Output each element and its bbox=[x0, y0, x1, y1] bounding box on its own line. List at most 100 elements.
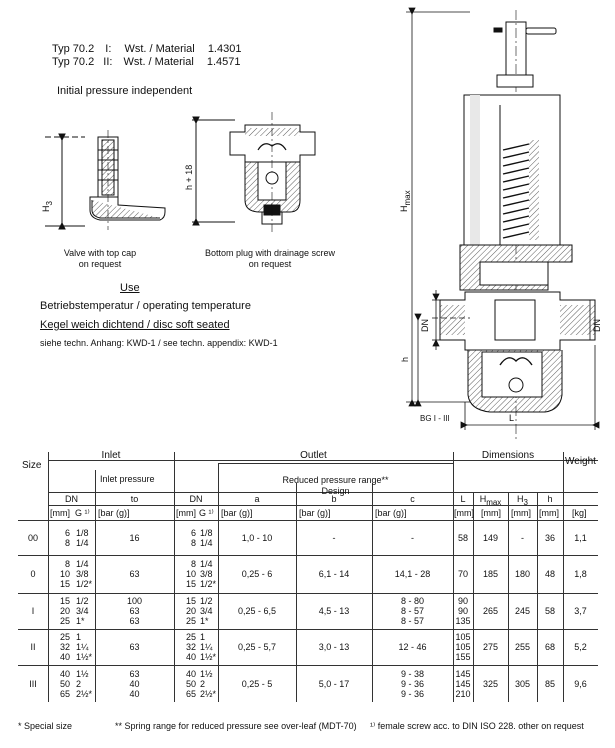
l-cell-value: 135 bbox=[455, 616, 471, 626]
unit-mm: [mm] bbox=[481, 508, 501, 518]
design-c-cell-value: 9 - 36 bbox=[400, 689, 424, 699]
h-cell-value: 36 bbox=[544, 533, 555, 543]
weight-header: Weight bbox=[565, 456, 596, 467]
dn-label-right: DN bbox=[592, 319, 602, 332]
design-b-cell-value: 6,1 - 14 bbox=[318, 569, 350, 579]
l-dimension-label: L bbox=[509, 413, 515, 423]
size-cell: II bbox=[18, 642, 48, 652]
weight-cell-value: 5,2 bbox=[574, 642, 587, 652]
design-c-header: c bbox=[410, 494, 415, 504]
l-cell-value: 70 bbox=[457, 569, 468, 579]
design-a-cell-value: 0,25 - 5,7 bbox=[237, 642, 277, 652]
h18-dimension-label: h + 18 bbox=[184, 164, 194, 190]
unit-bar: [bar (g)] bbox=[221, 508, 253, 518]
dn-outlet-cell-value: 25 bbox=[185, 632, 196, 642]
weight-cell: 1,1 bbox=[563, 533, 598, 543]
use-line-2: Kegel weich dichtend / disc soft seated bbox=[40, 319, 230, 331]
dimensions-header: Dimensions bbox=[481, 450, 535, 461]
g-cell-value: 1½* bbox=[76, 652, 93, 662]
material-label: Wst. / Material bbox=[123, 56, 194, 68]
design-b-cell: 5,0 - 17 bbox=[296, 679, 372, 689]
design-c-cell: 12 - 46 bbox=[372, 642, 453, 652]
design-b-cell: 6,1 - 14 bbox=[296, 569, 372, 579]
hmax-cell: 185 bbox=[473, 569, 508, 579]
technical-drawings bbox=[45, 7, 600, 440]
type-label: Typ 70.2 bbox=[52, 43, 95, 55]
design-b-cell-value: 5,0 - 17 bbox=[318, 679, 350, 689]
g-outlet-cell-value: 1¼ bbox=[200, 642, 213, 652]
size-cell-value: 0 bbox=[30, 569, 36, 579]
weight-cell: 9,6 bbox=[563, 679, 598, 689]
dn-cell-value: 15 bbox=[59, 579, 70, 589]
h3-cell: - bbox=[508, 533, 537, 543]
h3-cell: 305 bbox=[508, 679, 537, 689]
h3-cell-value: 180 bbox=[514, 569, 531, 579]
inlet-pressure-cell-value: 40 bbox=[129, 679, 140, 689]
dn-cell-value: 65 bbox=[59, 689, 70, 699]
footnote-female: ¹⁾ female screw acc. to DIN ISO 228. oth… bbox=[370, 721, 584, 731]
dn-outlet-cell-value: 10 bbox=[185, 569, 196, 579]
top-cap-drawing bbox=[45, 130, 166, 230]
dn-cell-value: 10 bbox=[59, 569, 70, 579]
g-outlet-cell-value: 1/4 bbox=[200, 559, 213, 569]
l-cell-value: 90 bbox=[457, 606, 468, 616]
l-cell-value: 58 bbox=[457, 533, 468, 543]
inlet-pressure-cell-value: 63 bbox=[129, 606, 140, 616]
dn-label-left: DN bbox=[420, 319, 430, 332]
h-cell: 58 bbox=[537, 606, 563, 616]
g-outlet-cell-value: 2 bbox=[200, 679, 206, 689]
reduced-range-header: Reduced pressure range** bbox=[282, 475, 389, 485]
g-cell-value: 1/4 bbox=[76, 559, 89, 569]
dn-outlet-cell-value: 40 bbox=[185, 669, 196, 679]
h-header: h bbox=[547, 494, 553, 504]
inlet-pressure-cell-value: 63 bbox=[129, 569, 140, 579]
material-label: Wst. / Material bbox=[124, 43, 195, 55]
type-line-1: Typ 70.2 I: Wst. / Material 1.4301 bbox=[52, 43, 241, 56]
bottom-plug-drawing bbox=[192, 112, 316, 232]
l-cell: 58 bbox=[453, 533, 473, 543]
h-cell: 36 bbox=[537, 533, 563, 543]
hmax-cell-value: 185 bbox=[482, 569, 499, 579]
dn-cell-value: 40 bbox=[59, 652, 70, 662]
hmax-cell: 149 bbox=[473, 533, 508, 543]
h3-dimension-label: H3 bbox=[41, 201, 54, 212]
h-dimension-label: h bbox=[400, 356, 410, 362]
bg-label: BG I - III bbox=[420, 414, 450, 423]
dn-cell-value: 40 bbox=[59, 669, 70, 679]
g-outlet-cell-value: 3/8 bbox=[200, 569, 213, 579]
g-cell-value: 1¼ bbox=[76, 642, 89, 652]
hmax-cell-value: 325 bbox=[482, 679, 499, 689]
use-line-1: Betriebstemperatur / operating temperatu… bbox=[40, 300, 251, 312]
h-cell-value: 68 bbox=[544, 642, 555, 652]
l-cell-value: 155 bbox=[455, 652, 471, 662]
design-c-cell-value: 9 - 36 bbox=[400, 679, 424, 689]
h3-cell-value: - bbox=[521, 533, 524, 543]
h3-cell: 255 bbox=[508, 642, 537, 652]
l-cell-value: 105 bbox=[455, 632, 471, 642]
size-cell-value: III bbox=[29, 679, 37, 689]
g-cell-value: 1½ bbox=[76, 669, 89, 679]
type-label: Typ 70.2 bbox=[52, 56, 95, 68]
hmax-dimension-label: Hmax bbox=[399, 190, 412, 212]
unit-bar: [bar (g)] bbox=[98, 508, 130, 518]
g-outlet-cell-value: 1½ bbox=[200, 669, 213, 679]
h3-header: H3 bbox=[517, 494, 528, 507]
h-cell: 48 bbox=[537, 569, 563, 579]
design-a-cell: 0,25 - 5,7 bbox=[218, 642, 296, 652]
unit-g: G ¹⁾ bbox=[75, 508, 90, 518]
h-cell-value: 48 bbox=[544, 569, 555, 579]
unit-mm: [mm] bbox=[511, 508, 531, 518]
weight-cell-value: 1,1 bbox=[574, 533, 587, 543]
dn-outlet-cell-value: 8 bbox=[190, 559, 196, 569]
inlet-pressure-cell: 63 bbox=[95, 569, 174, 579]
